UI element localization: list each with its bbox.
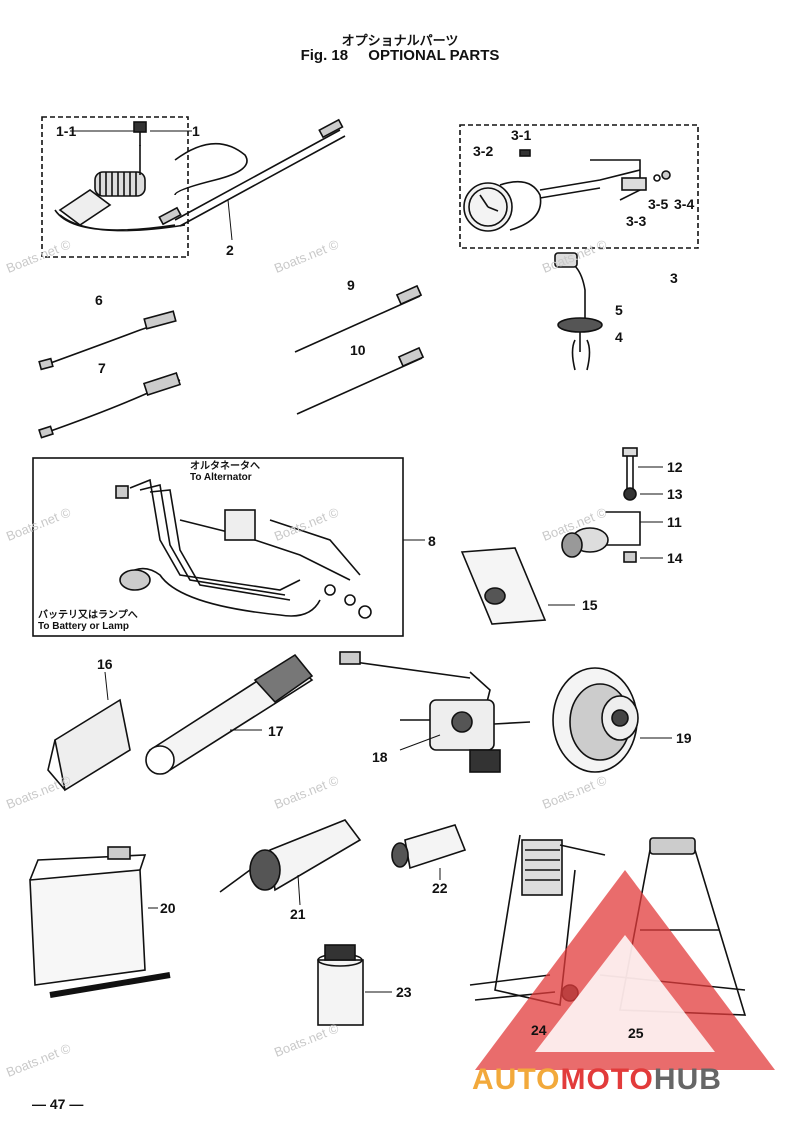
part-3-5-washer (653, 174, 661, 182)
part-18-fuel-connector (339, 651, 531, 773)
part-14-nut (623, 551, 637, 563)
note-alternator: オルタネータへ To Alternator (190, 461, 260, 483)
label-1-1: 1-1 (56, 123, 77, 139)
label-15: 15 (582, 597, 598, 613)
note-alternator-jp: オルタネータへ (190, 461, 260, 472)
part-3-2-tachometer (463, 169, 641, 232)
part-1-1-screw (133, 121, 147, 146)
part-2-harness (158, 118, 346, 227)
label-22: 22 (432, 880, 448, 896)
label-17: 17 (268, 723, 284, 739)
label-3: 3 (670, 270, 678, 286)
note-battery-en: To Battery or Lamp (38, 621, 129, 632)
part-3-3-plate (621, 177, 647, 191)
part-10-cord (296, 346, 425, 415)
label-11: 11 (667, 514, 682, 530)
label-3-1: 3-1 (511, 127, 532, 143)
label-10: 10 (350, 342, 366, 358)
brand-moto: MOTO (560, 1063, 654, 1096)
part-11-bracket (561, 511, 641, 558)
part-5-grommet-and-4-leads (554, 252, 603, 371)
group-8-box (32, 457, 404, 637)
part-17-handle (145, 653, 314, 775)
brand-triangle-logo (475, 870, 775, 1070)
label-12: 12 (667, 459, 683, 475)
label-9: 9 (347, 277, 355, 293)
part-21-grease-tube (219, 819, 362, 893)
part-20-container (29, 846, 171, 998)
label-23: 23 (396, 984, 412, 1000)
part-19-primer-bulb (552, 667, 639, 773)
label-3-2: 3-2 (473, 143, 494, 159)
label-4: 4 (615, 329, 623, 345)
part-22-small-tube (391, 824, 467, 870)
part-13-washer (623, 487, 637, 501)
part-16-sheet (47, 698, 131, 792)
part-3-bracket (590, 159, 641, 201)
label-13: 13 (667, 486, 683, 502)
page-number: — 47 — (32, 1096, 84, 1112)
label-3-5: 3-5 (648, 196, 669, 212)
label-14: 14 (667, 550, 683, 566)
note-battery-jp: バッテリ又はランプへ (38, 610, 138, 621)
label-3-3: 3-3 (626, 213, 647, 229)
part-8-wiring-kit (115, 478, 372, 619)
brand-auto: AUTO (472, 1063, 561, 1096)
label-18: 18 (372, 749, 388, 765)
label-5: 5 (615, 302, 623, 318)
part-3-1-clip (519, 149, 531, 157)
label-25: 25 (628, 1025, 644, 1041)
group-3-box (459, 124, 699, 249)
label-19: 19 (676, 730, 692, 746)
brand-hub: HUB (653, 1063, 722, 1096)
label-7: 7 (98, 360, 106, 376)
figure-number: Fig. 18 (300, 47, 349, 64)
label-24: 24 (531, 1022, 547, 1038)
label-3-4: 3-4 (674, 196, 695, 212)
note-alternator-en: To Alternator (190, 472, 252, 483)
brand-logo-text: AUTOMOTOHUB (472, 1063, 722, 1097)
part-7-cord (38, 372, 182, 439)
part-9-cord (294, 284, 423, 353)
label-20: 20 (160, 900, 176, 916)
figure-name: OPTIONAL PARTS (368, 47, 500, 64)
part-15-lens-plate (460, 547, 547, 625)
label-1: 1 (192, 123, 200, 139)
part-23-bottle (317, 944, 364, 1026)
figure-title: Fig. 18 OPTIONAL PARTS (0, 47, 800, 64)
label-21: 21 (290, 906, 306, 922)
figure-title-jp: オプショナルパーツ (341, 34, 459, 49)
part-1-coil (54, 145, 186, 232)
label-2: 2 (226, 242, 234, 258)
label-16: 16 (97, 656, 113, 672)
label-6: 6 (95, 292, 103, 308)
part-3-4-nut (661, 170, 671, 180)
part-6-cord (38, 310, 177, 371)
label-8: 8 (428, 533, 436, 549)
note-battery: バッテリ又はランプへ To Battery or Lamp (38, 610, 138, 632)
